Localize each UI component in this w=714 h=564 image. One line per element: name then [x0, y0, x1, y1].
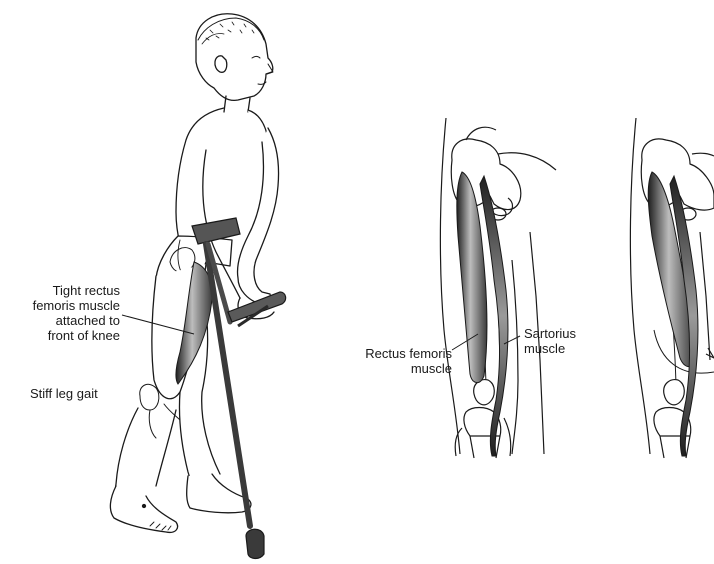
label-tight-rectus: Tight rectus femoris muscle attached to … — [30, 283, 120, 343]
label-tight-rectus-line-2: femoris muscle — [30, 298, 120, 313]
label-rectus-femoris-line-1: Rectus femoris — [318, 346, 452, 361]
child-foot — [110, 486, 177, 532]
label-sartorius-line-1: Sartorius — [524, 326, 576, 341]
label-sartorius-line-2: muscle — [524, 341, 576, 356]
label-tight-rectus-line-4: front of knee — [30, 328, 120, 343]
child-head — [196, 14, 273, 101]
knee-bone-2 — [664, 380, 685, 405]
label-tight-rectus-line-3: attached to — [30, 313, 120, 328]
label-rectus-femoris: Rectus femoris muscle — [318, 346, 452, 376]
label-tight-rectus-line-1: Tight rectus — [30, 283, 120, 298]
label-rectus-femoris-line-2: muscle — [318, 361, 452, 376]
child-knee-bone — [140, 384, 159, 410]
knee-bone-1 — [474, 380, 495, 405]
label-stiff-leg-gait: Stiff leg gait — [30, 386, 98, 401]
crutch-tip — [246, 529, 264, 558]
label-sartorius: Sartorius muscle — [524, 326, 576, 356]
